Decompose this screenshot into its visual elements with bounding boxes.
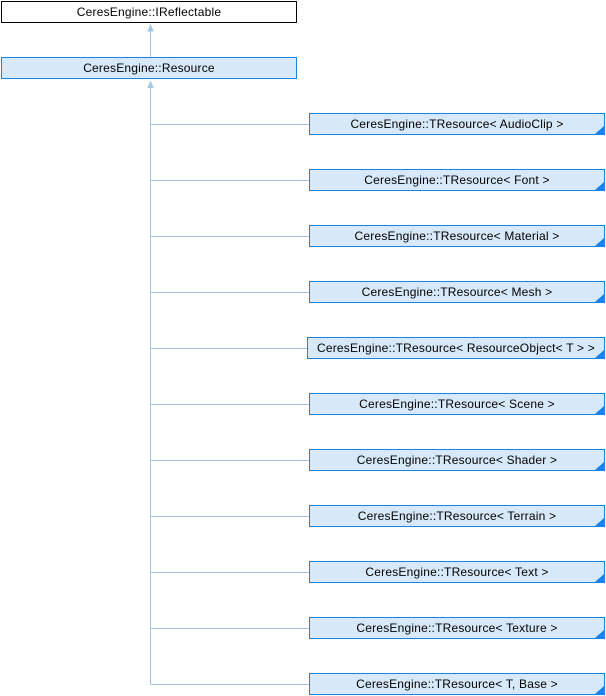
folded-corner-icon	[595, 182, 604, 190]
arrow-up-icon	[147, 80, 154, 88]
folded-corner-icon	[595, 686, 604, 694]
class-node-tresource-text[interactable]: CeresEngine::TResource< Text >	[309, 561, 605, 583]
class-node-tresource-terrain[interactable]: CeresEngine::TResource< Terrain >	[309, 505, 605, 527]
folded-corner-icon	[595, 574, 604, 582]
class-node-label: CeresEngine::TResource< Font >	[364, 173, 550, 187]
folded-corner-icon	[595, 238, 604, 246]
class-node-label: CeresEngine::TResource< Mesh >	[361, 285, 553, 299]
class-node-tresource-texture[interactable]: CeresEngine::TResource< Texture >	[309, 617, 605, 639]
folded-corner-icon	[595, 462, 604, 470]
class-node-label: CeresEngine::TResource< AudioClip >	[350, 117, 564, 131]
class-node-tresource-shader[interactable]: CeresEngine::TResource< Shader >	[309, 449, 605, 471]
class-node-tresource-material[interactable]: CeresEngine::TResource< Material >	[309, 225, 605, 247]
class-node-label: CeresEngine::TResource< Terrain >	[357, 509, 557, 523]
class-node-tresource-scene[interactable]: CeresEngine::TResource< Scene >	[309, 393, 605, 415]
class-node-tresource-audioclip[interactable]: CeresEngine::TResource< AudioClip >	[309, 113, 605, 135]
class-node-label: CeresEngine::TResource< Shader >	[356, 453, 558, 467]
class-node-label: CeresEngine::TResource< Text >	[365, 565, 549, 579]
class-node-tresource-font[interactable]: CeresEngine::TResource< Font >	[309, 169, 605, 191]
class-node-label: CeresEngine::IReflectable	[76, 5, 222, 19]
class-node-tresource-resourceobject[interactable]: CeresEngine::TResource< ResourceObject< …	[307, 337, 605, 359]
class-node-label: CeresEngine::TResource< Material >	[354, 229, 560, 243]
folded-corner-icon	[595, 630, 604, 638]
class-node-tresource-mesh[interactable]: CeresEngine::TResource< Mesh >	[309, 281, 605, 303]
class-node-label: CeresEngine::Resource	[83, 61, 215, 75]
folded-corner-icon	[595, 406, 604, 414]
arrow-up-icon	[147, 24, 154, 32]
class-node-tresource-t-base[interactable]: CeresEngine::TResource< T, Base >	[309, 673, 605, 695]
folded-corner-icon	[595, 350, 604, 358]
class-node-ireflectable[interactable]: CeresEngine::IReflectable	[1, 1, 297, 23]
folded-corner-icon	[595, 126, 604, 134]
folded-corner-icon	[595, 518, 604, 526]
class-node-label: CeresEngine::TResource< T, Base >	[356, 677, 558, 691]
class-node-label: CeresEngine::TResource< Scene >	[359, 397, 555, 411]
folded-corner-icon	[595, 294, 604, 302]
class-node-label: CeresEngine::TResource< ResourceObject< …	[316, 341, 596, 355]
class-node-label: CeresEngine::TResource< Texture >	[356, 621, 558, 635]
class-node-resource[interactable]: CeresEngine::Resource	[1, 57, 297, 79]
